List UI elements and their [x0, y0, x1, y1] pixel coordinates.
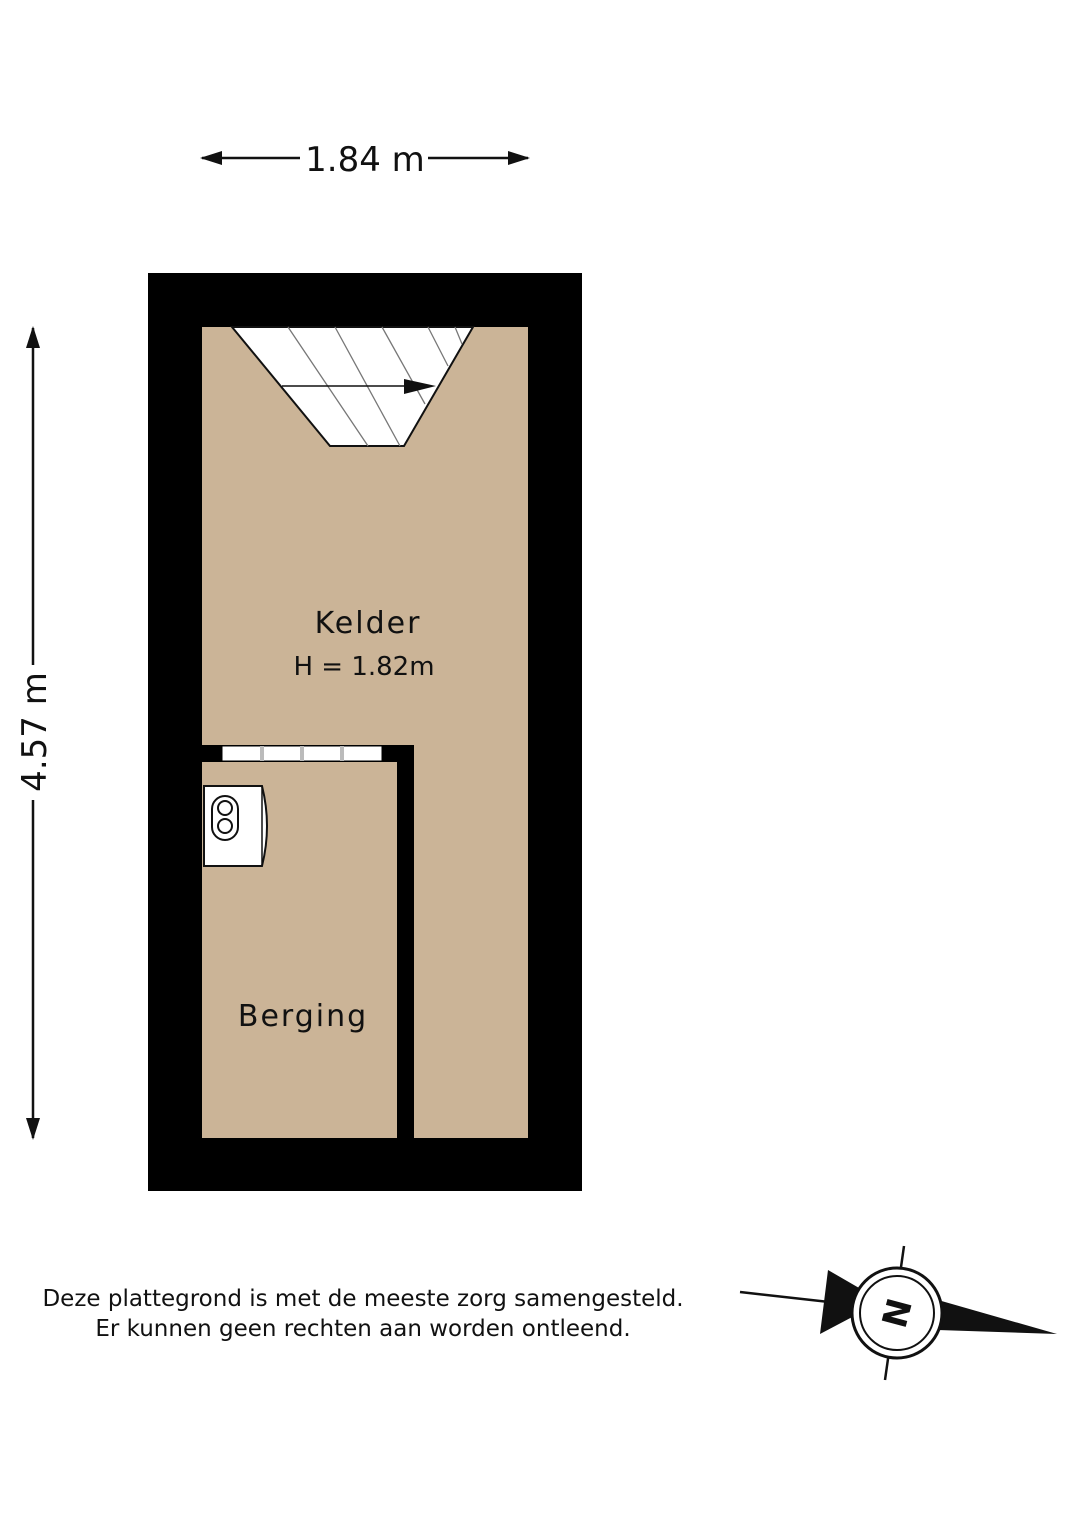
disclaimer: Deze plattegrond is met de meeste zorg s… [20, 1284, 706, 1344]
width-dimension: 1.84 m [200, 140, 530, 180]
berging-label: Berging [238, 999, 368, 1034]
height-dimension: 4.57 m [15, 326, 55, 1140]
berging-doorway [221, 745, 383, 762]
compass-icon: N [739, 1245, 1057, 1381]
staircase [229, 326, 475, 447]
width-dimension-label: 1.84 m [305, 140, 425, 180]
stair-direction-arrow [404, 379, 436, 394]
kelder-height-label: H = 1.82m [293, 652, 434, 682]
boiler-appliance [203, 785, 268, 867]
kelder-label: Kelder [315, 606, 422, 641]
disclaimer-line-1: Deze plattegrond is met de meeste zorg s… [42, 1286, 684, 1312]
disclaimer-line-2: Er kunnen geen rechten aan worden ontlee… [95, 1316, 631, 1342]
height-dimension-label: 4.57 m [15, 672, 55, 792]
